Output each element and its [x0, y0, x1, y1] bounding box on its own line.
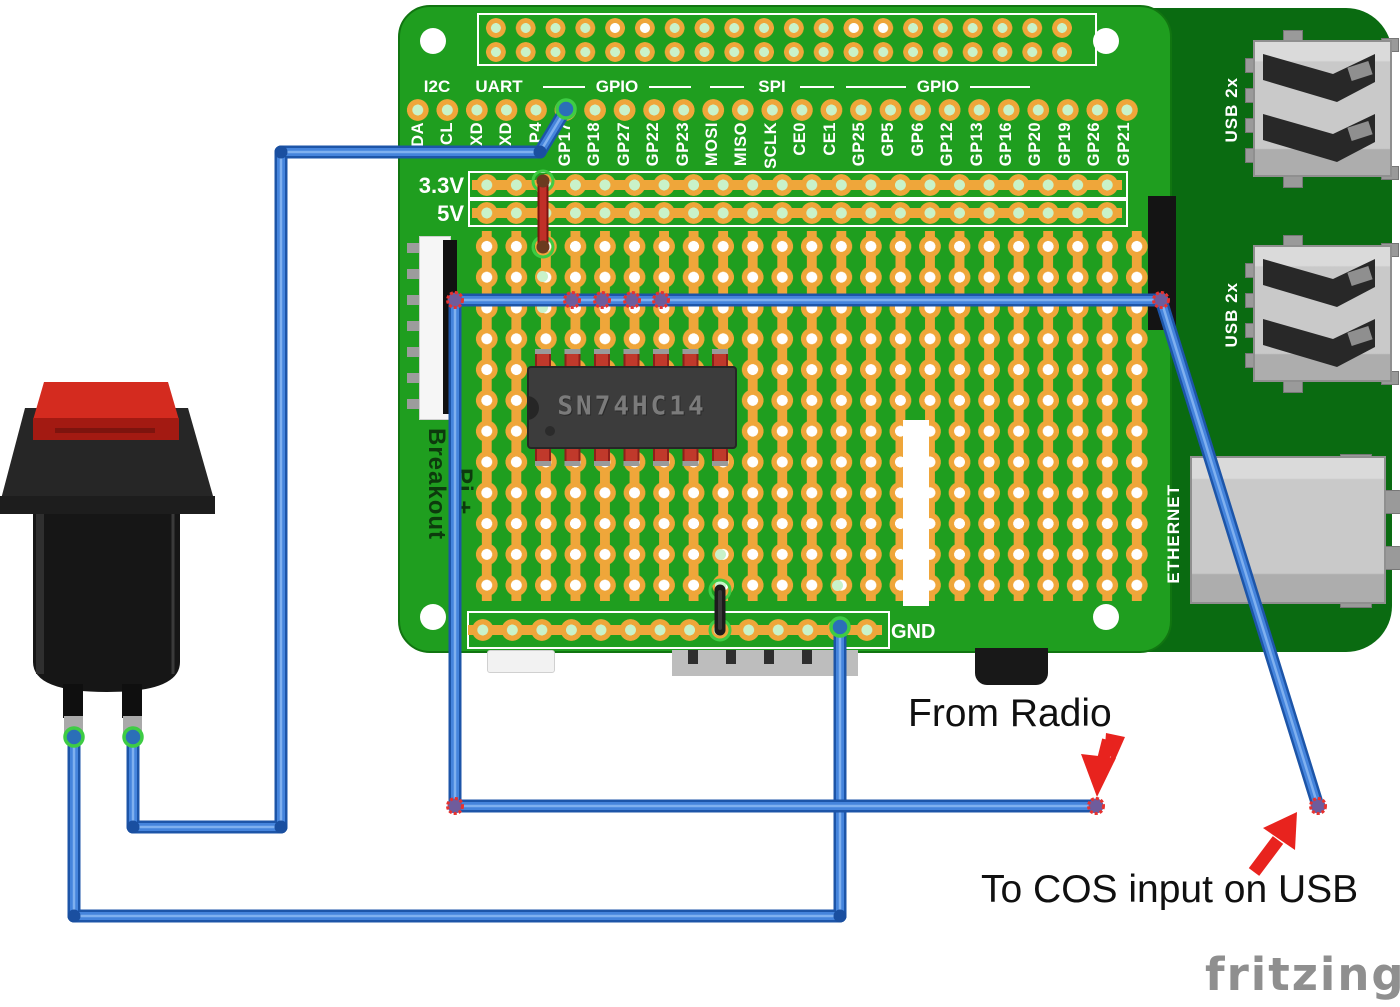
ic-pins-top — [535, 351, 729, 367]
audio-jack — [975, 648, 1048, 685]
ic-label: SN74HC14 — [557, 391, 707, 421]
section-divider — [970, 86, 1030, 88]
usb2-receptacle-openings — [1263, 259, 1375, 367]
section-divider — [543, 86, 585, 88]
button-body — [33, 514, 180, 692]
proto-pad-connected — [537, 302, 548, 313]
ic-pins-bottom — [535, 448, 729, 464]
rail-pads-5v — [472, 202, 1122, 224]
wire-junction-points — [446, 291, 1327, 815]
gpio-header-pads-bottom — [481, 40, 1077, 64]
header-pad-white — [878, 23, 888, 33]
camera-connector — [487, 650, 555, 673]
button-leg — [122, 684, 142, 718]
ic-pin1-dot — [545, 426, 555, 436]
section-label-spi: SPI — [758, 77, 786, 96]
gpio-header-pads-top — [481, 16, 1077, 40]
red-jumper-3v3 — [531, 169, 555, 259]
button-cap-top — [33, 382, 179, 420]
button-collar-flange — [0, 496, 215, 514]
wire-button-to-gp17 — [126, 102, 573, 834]
proto-pad-connected — [537, 271, 548, 282]
section-divider — [800, 86, 834, 88]
header-pad-white — [849, 23, 859, 33]
breakout-pin-row — [403, 98, 1143, 122]
from-radio-annotation: From Radio — [908, 692, 1112, 735]
proto-pad-connected — [832, 580, 843, 591]
rail-label-3v3: 3.3V — [418, 173, 464, 198]
section-label-gpio-right: GPIO — [916, 77, 960, 96]
ic-pin-tips-bottom — [535, 461, 729, 466]
rail-box-3v3 — [468, 171, 1128, 199]
usb1-receptacle-openings — [1263, 54, 1375, 162]
to-cos-annotation: To COS input on USB — [981, 868, 1359, 911]
section-divider — [649, 86, 691, 88]
section-label-gpio-left: GPIO — [595, 77, 639, 96]
wire-button-to-gnd — [67, 620, 847, 923]
silk-channel — [903, 420, 929, 606]
mounting-hole — [420, 604, 446, 630]
section-label-i2c: I2C — [423, 77, 451, 96]
gnd-label: GND — [891, 621, 936, 643]
proto-pad-connected — [715, 549, 726, 560]
mounting-hole — [1093, 28, 1119, 54]
black-jumper-gnd — [708, 578, 732, 642]
ic-pin-tips-top — [535, 349, 729, 354]
usb-port-1 — [1245, 30, 1400, 188]
ic-notch — [527, 396, 539, 420]
rail-box-5v — [468, 199, 1128, 227]
ic-sn74hc14: SN74HC14 — [527, 366, 737, 449]
push-button — [0, 382, 215, 737]
from-radio-arrow — [1081, 733, 1125, 797]
wire-to-cos — [1154, 293, 1325, 813]
section-label-uart: UART — [475, 77, 523, 96]
mounting-hole — [1093, 604, 1119, 630]
header-pad-white — [640, 23, 650, 33]
rail-pads-3v3 — [472, 174, 1122, 196]
header-pad-white — [610, 23, 620, 33]
button-leg — [63, 684, 83, 718]
gpio-header-box — [477, 13, 1097, 66]
ffc-connector-pins — [407, 243, 421, 411]
to-cos-arrow — [1248, 812, 1297, 876]
button-cap-slot — [55, 428, 155, 433]
mounting-hole — [420, 28, 446, 54]
fritzing-watermark: fritzing — [1205, 948, 1400, 1001]
wire-pad-connections — [63, 98, 851, 748]
usb-port-2 — [1245, 235, 1400, 393]
hdmi-port-slots — [688, 650, 844, 664]
section-divider — [710, 86, 744, 88]
rail-label-5v: 5V — [437, 201, 464, 226]
section-divider — [846, 86, 906, 88]
gnd-rail-pads — [468, 619, 882, 641]
wire-bend-joints — [67, 145, 847, 923]
